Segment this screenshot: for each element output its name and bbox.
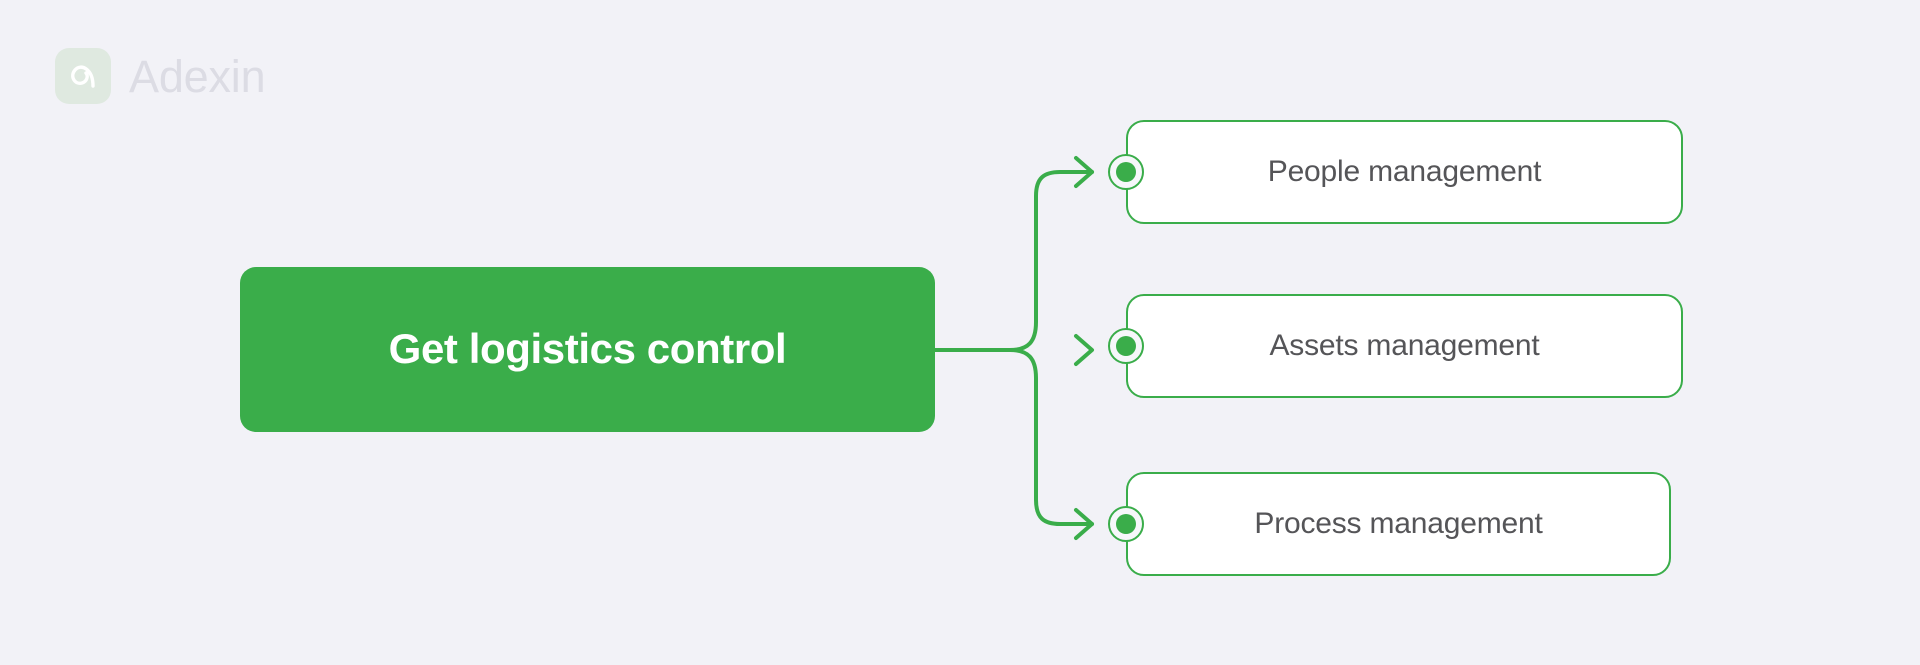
- brand-logo: Adexin: [55, 48, 266, 104]
- branch-card-people-management[interactable]: People management: [1126, 120, 1683, 224]
- connector-branch-up: [1008, 170, 1094, 352]
- branch-card-label: Process management: [1254, 507, 1543, 540]
- branch-card-assets-management[interactable]: Assets management: [1126, 294, 1683, 398]
- brand-name: Adexin: [129, 50, 266, 102]
- arrowhead-middle-icon: [1074, 334, 1094, 366]
- branch-card-label: Assets management: [1269, 329, 1540, 362]
- connector-dot-icon: [1108, 328, 1144, 364]
- branch-card-label: People management: [1267, 155, 1542, 188]
- branch-card-process-management[interactable]: Process management: [1126, 472, 1671, 576]
- adexin-spiral-logo-icon: [55, 48, 111, 104]
- arrowhead-up-icon: [1074, 156, 1094, 188]
- root-node[interactable]: Get logistics control: [240, 267, 935, 432]
- arrowhead-down-icon: [1074, 508, 1094, 540]
- connector-branch-down: [1008, 348, 1094, 526]
- root-node-label: Get logistics control: [388, 325, 787, 373]
- connector-dot-icon: [1108, 506, 1144, 542]
- connector-dot-icon: [1108, 154, 1144, 190]
